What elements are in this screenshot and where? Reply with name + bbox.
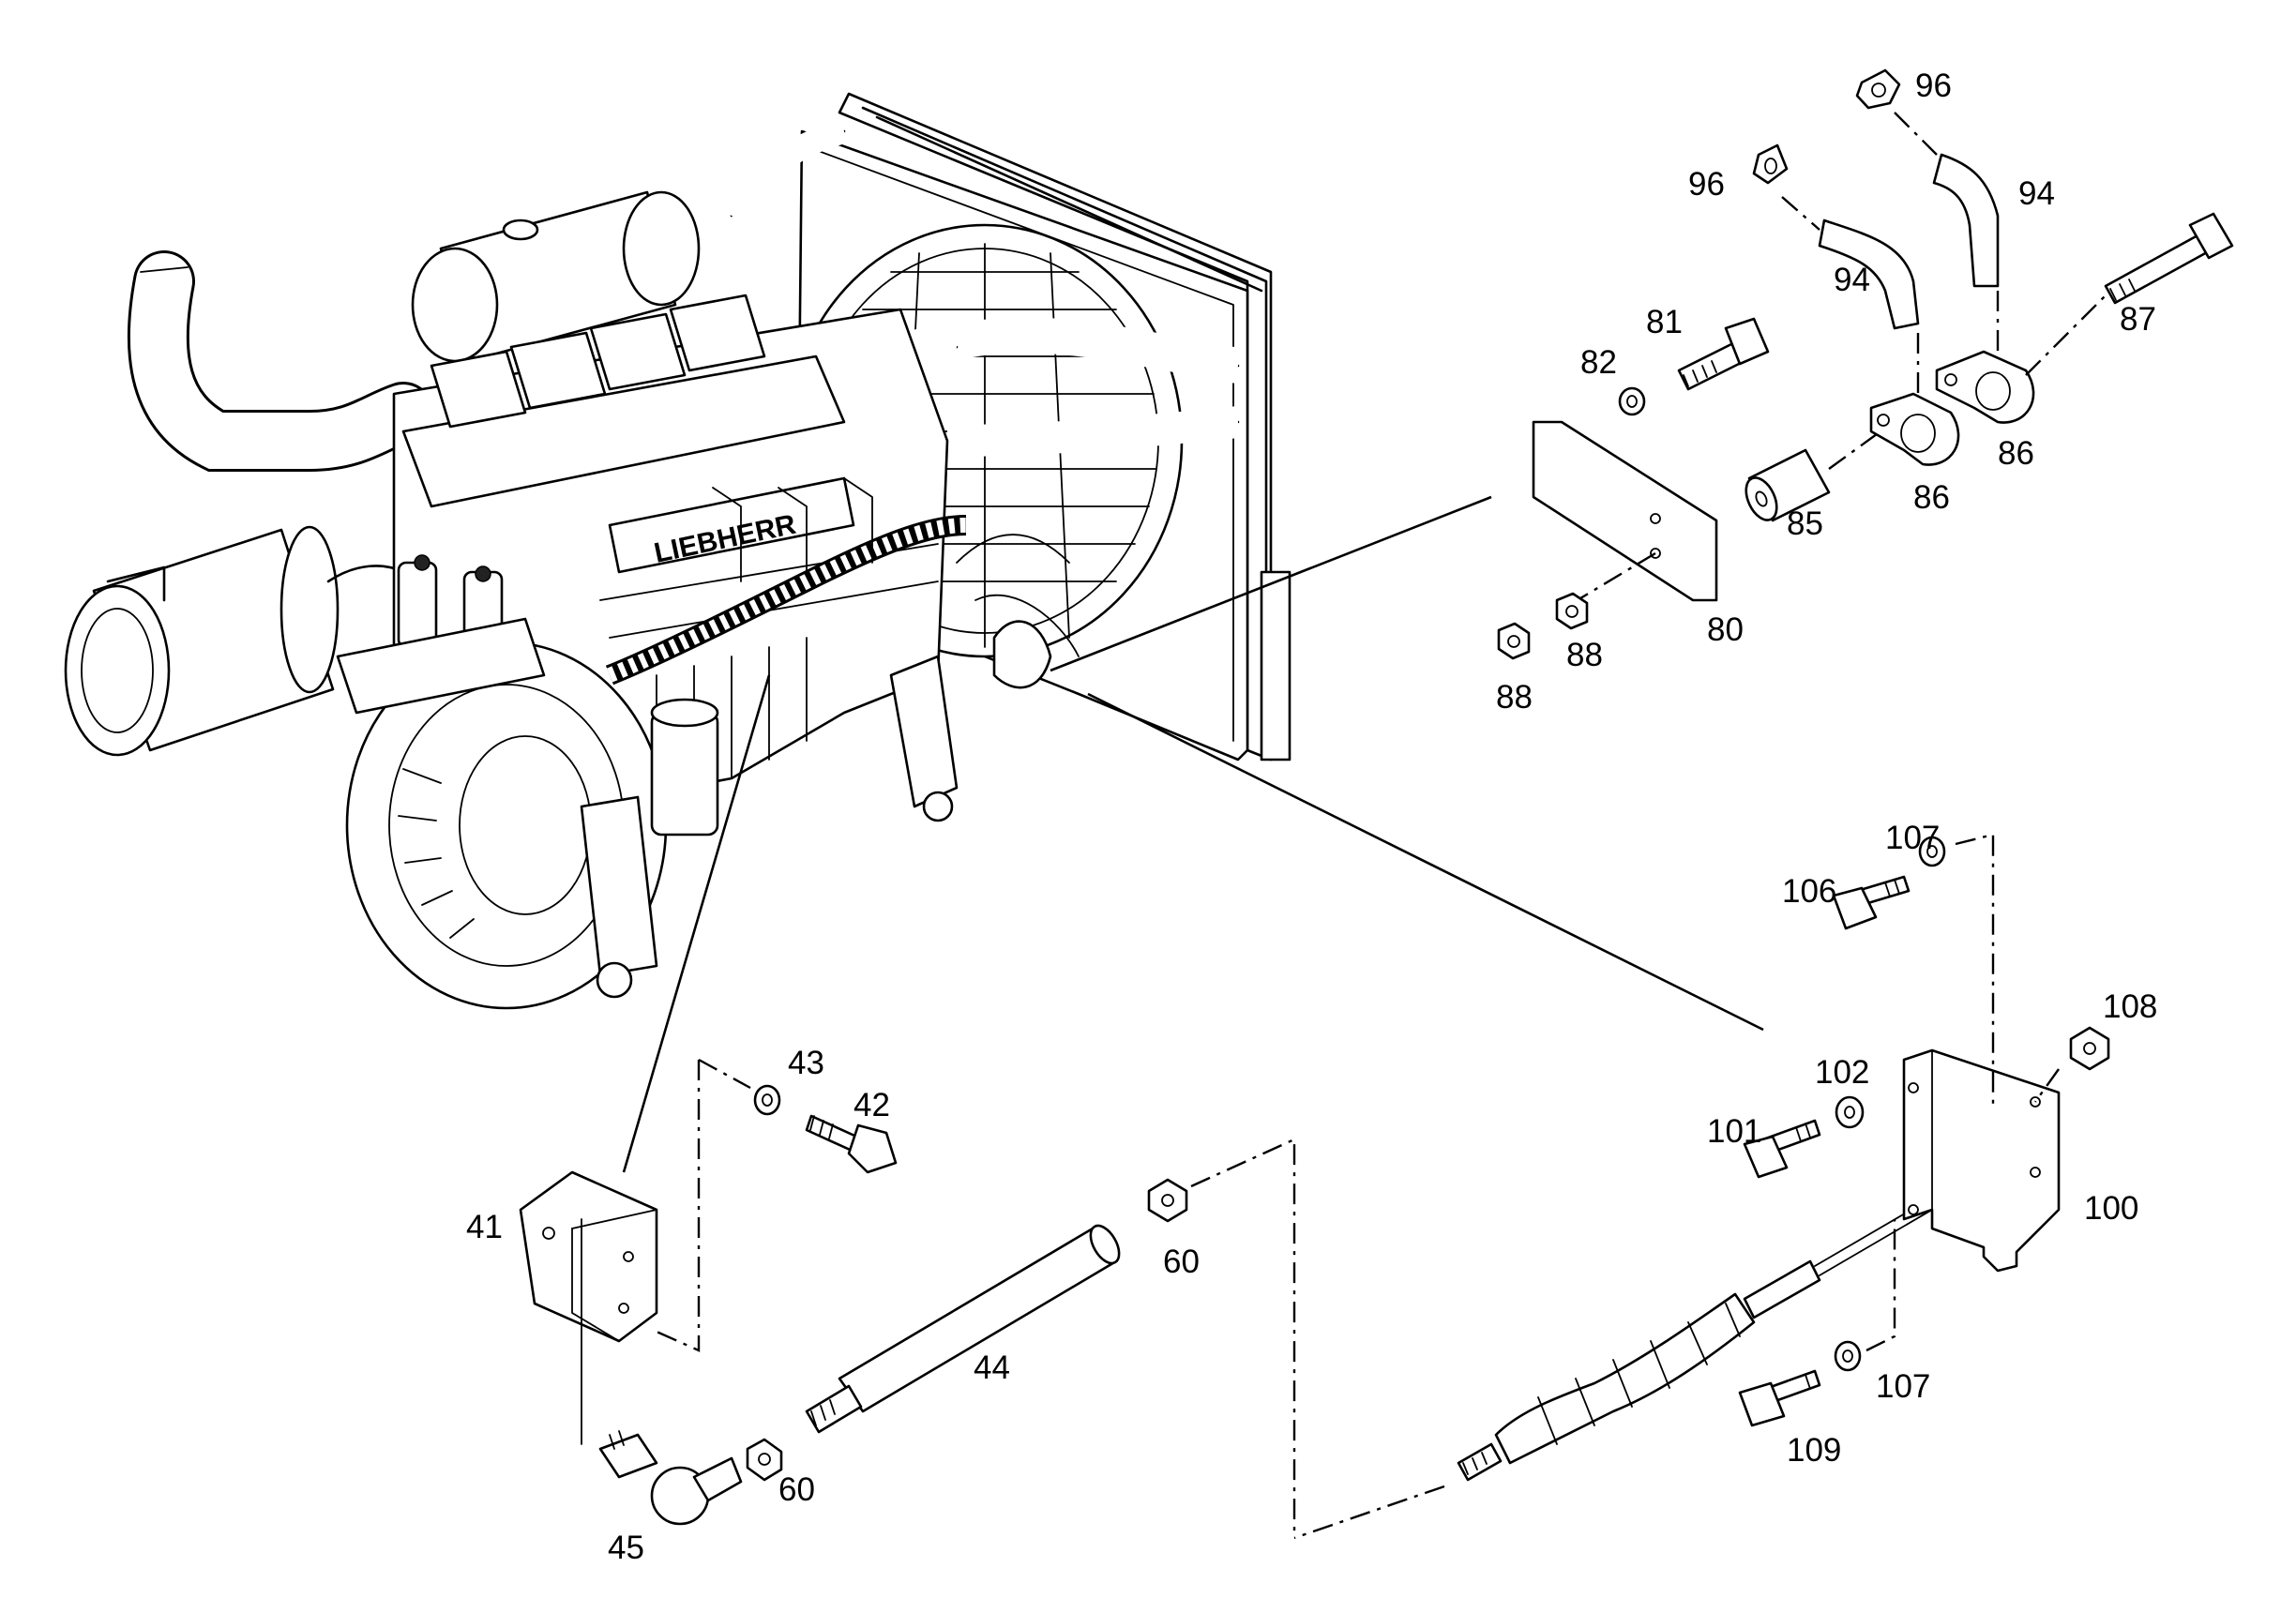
callout-107-a: 107 (1885, 820, 1940, 856)
hose-94-b (1932, 153, 2000, 288)
washer-102 (1835, 1095, 1865, 1129)
washer-107-a (1918, 836, 1946, 867)
nut-108 (2069, 1026, 2110, 1071)
callout-107-b: 107 (1876, 1368, 1930, 1405)
plate-group (1497, 68, 2234, 660)
clamp-86-b (1935, 350, 2035, 424)
upper-air-cleaner (411, 190, 701, 363)
callout-87: 87 (2120, 301, 2156, 338)
callout-88-b: 88 (1566, 637, 1603, 673)
nut-88-a (1497, 622, 1531, 660)
callout-86-b: 86 (1998, 435, 2034, 472)
callout-81: 81 (1646, 304, 1683, 340)
callout-96-a: 96 (1688, 166, 1725, 203)
callout-94-b: 94 (2018, 175, 2055, 212)
callout-60-b: 60 (1163, 1244, 1200, 1280)
callout-85: 85 (1787, 505, 1823, 542)
nut-60-a (746, 1438, 783, 1482)
callout-82: 82 (1580, 344, 1617, 381)
callout-108: 108 (2103, 988, 2157, 1025)
washer-107-b (1834, 1340, 1862, 1372)
callout-labels: 41 42 43 44 45 60 60 80 81 82 85 86 86 8… (466, 68, 2157, 1566)
callout-41: 41 (466, 1209, 503, 1245)
callout-100: 100 (2084, 1190, 2138, 1227)
callout-109: 109 (1787, 1432, 1841, 1469)
bolt-81 (1677, 317, 1770, 391)
callout-88-a: 88 (1496, 679, 1533, 716)
bracket-100 (1902, 1048, 2061, 1273)
ball-joint-45 (598, 1430, 743, 1526)
nut-88-b (1555, 592, 1589, 630)
spacer-85 (1745, 448, 1831, 522)
callout-80: 80 (1707, 611, 1744, 648)
washer-43 (753, 1084, 781, 1116)
lower-air-cleaner (64, 525, 405, 757)
rod-44 (805, 1224, 1121, 1434)
plate-80 (1532, 420, 1718, 602)
callout-102: 102 (1815, 1054, 1869, 1091)
clip-96-b (1855, 68, 1901, 110)
callout-44: 44 (974, 1349, 1010, 1386)
bracket-41-group (519, 1058, 1296, 1538)
bracket-41 (519, 1170, 658, 1343)
bolt-101 (1743, 1119, 1821, 1179)
callout-43: 43 (788, 1045, 824, 1081)
callout-106: 106 (1782, 873, 1836, 910)
intake-pipe (127, 250, 434, 472)
bolt-106 (1832, 875, 1911, 930)
hose-94-a (1818, 219, 1920, 330)
fuel-filters (336, 554, 546, 715)
callout-96-b: 96 (1915, 68, 1952, 104)
engine-assembly: LIEBHERR (64, 92, 1292, 1010)
bolt-42 (805, 1114, 898, 1174)
nut-60-b (1147, 1178, 1188, 1223)
engine-mount (889, 620, 1052, 822)
callout-42: 42 (853, 1087, 890, 1123)
wiring-harness (605, 477, 1080, 686)
bolt-87 (2104, 212, 2234, 305)
callout-101: 101 (1707, 1113, 1761, 1150)
callout-86-a: 86 (1913, 479, 1950, 516)
bolt-109 (1738, 1369, 1821, 1427)
washer-82 (1618, 386, 1646, 416)
callout-60-a: 60 (778, 1471, 815, 1508)
clamp-86-a (1869, 392, 1960, 466)
leader-lines (622, 495, 1764, 1173)
clip-96-a (1752, 143, 1789, 185)
starter (580, 698, 719, 999)
cable-group (1293, 833, 2110, 1540)
callout-45: 45 (608, 1530, 644, 1566)
callout-94-a: 94 (1834, 262, 1870, 298)
